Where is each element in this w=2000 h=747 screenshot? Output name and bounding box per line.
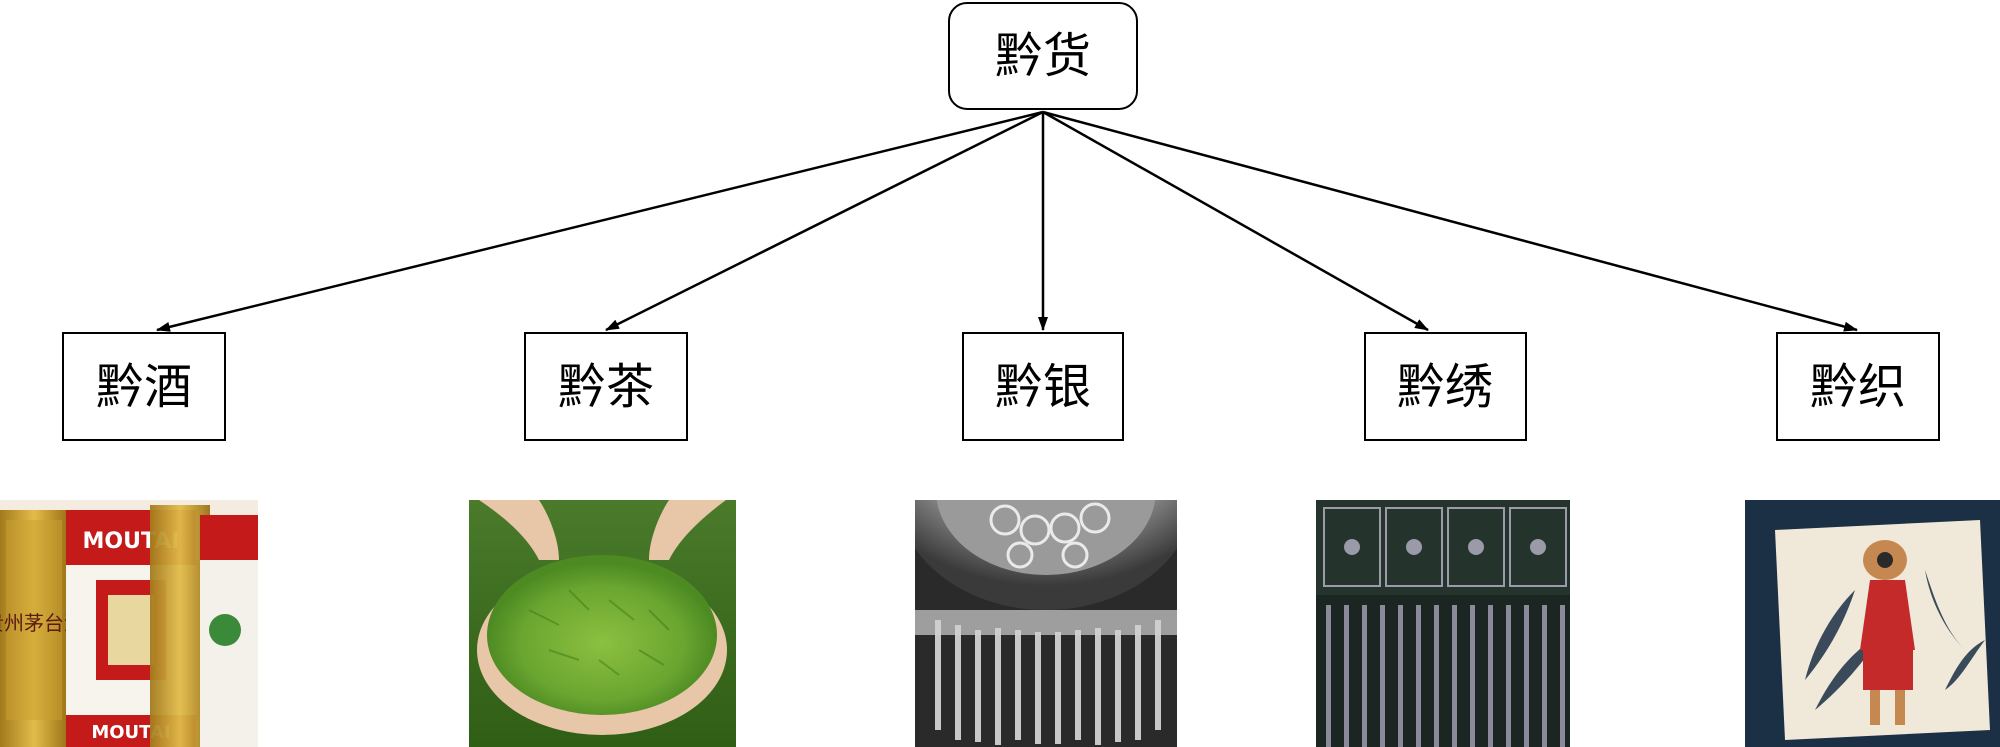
child-node-2-label: 黔茶	[558, 359, 654, 415]
child-node-4-box	[1364, 332, 1527, 441]
photo-silver	[915, 500, 1177, 747]
photo-batik	[1745, 500, 2000, 747]
photo-tea	[469, 500, 736, 747]
child-node-3-box	[962, 332, 1124, 441]
child-node-2: 黔茶	[524, 332, 688, 441]
child-node-5: 黔织	[1776, 332, 1940, 441]
child-node-1-label: 黔酒	[96, 359, 192, 415]
child-node-1: 黔酒	[62, 332, 226, 441]
root-node: 黔货	[948, 2, 1138, 110]
root-node-box	[948, 2, 1138, 110]
photo-embroidery	[1316, 500, 1570, 747]
root-node-label: 黔货	[995, 28, 1091, 84]
child-node-2-box	[524, 332, 688, 441]
child-node-3: 黔银	[962, 332, 1124, 441]
photo-liquor: 贵州茅台酒 MOUTAI MOUTAI	[0, 500, 258, 747]
edge-root-to-child-4	[1042, 110, 1429, 332]
child-node-4-label: 黔绣	[1397, 359, 1493, 415]
edge-root-to-child-5	[1042, 110, 1858, 332]
edges	[156, 110, 1858, 332]
child-node-5-box	[1776, 332, 1940, 441]
child-node-3-label: 黔银	[995, 359, 1091, 415]
edge-root-to-child-1	[156, 110, 1044, 332]
child-node-4: 黔绣	[1364, 332, 1527, 441]
child-node-1-box	[62, 332, 226, 441]
edge-root-to-child-2	[605, 110, 1044, 332]
child-node-5-label: 黔织	[1810, 359, 1906, 415]
